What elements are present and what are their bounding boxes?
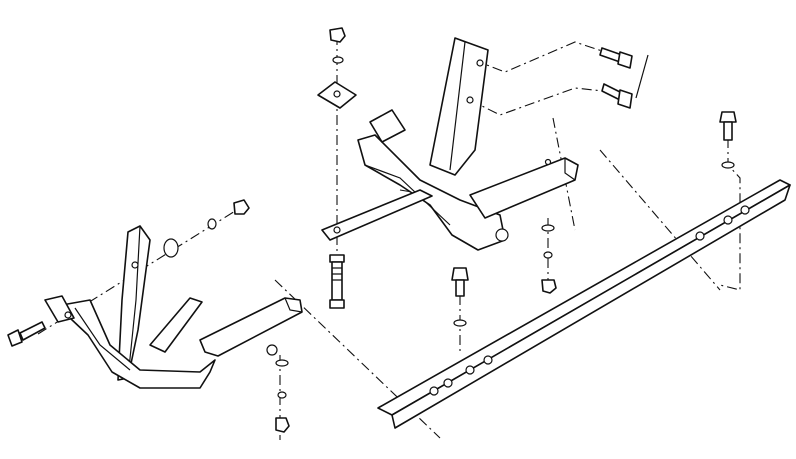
main-tube	[357, 134, 506, 251]
hex-bolt-head	[617, 89, 633, 109]
hex-bolt-shank	[455, 279, 465, 297]
lock-washer	[277, 391, 287, 399]
upper-right-bolts	[599, 47, 633, 109]
upper-hardware	[317, 27, 357, 309]
rail-hardware	[451, 111, 737, 327]
hex-nut	[329, 299, 345, 309]
hitch-pin	[495, 228, 509, 242]
guide-line-upper-bolt-1	[473, 41, 606, 73]
left-hardware	[7, 199, 290, 433]
lock-washer	[207, 218, 217, 230]
hex-nut	[329, 27, 346, 43]
receiver-tube	[469, 157, 579, 219]
lower-arm	[321, 189, 433, 241]
upper-bracket	[369, 109, 406, 143]
hex-nut	[233, 199, 250, 215]
side-step-rail	[377, 179, 791, 429]
left-side-arm	[149, 297, 203, 353]
lock-washer	[332, 56, 344, 64]
hex-bolt-shank	[723, 121, 733, 141]
lock-washer	[543, 251, 553, 259]
arm-hole	[333, 226, 341, 234]
post-hole	[466, 96, 474, 104]
rail-side-face	[391, 184, 791, 429]
hex-nut	[275, 417, 290, 433]
flat-washer	[163, 238, 179, 258]
pointer-line	[635, 54, 649, 99]
left-receiver-tube	[199, 297, 303, 357]
hex-bolt	[329, 254, 345, 263]
tube-hole	[544, 158, 552, 166]
hex-bolt-head	[617, 51, 633, 69]
flat-washer	[275, 359, 289, 367]
hex-bolt	[7, 329, 23, 347]
upright-post	[429, 37, 489, 176]
bracket-hole	[131, 261, 139, 269]
step-bar-assembly	[321, 37, 579, 251]
hex-bolt-shank	[19, 321, 46, 341]
left-upright-bracket	[117, 225, 151, 381]
plate-hole	[64, 311, 72, 319]
post-hole	[476, 59, 484, 67]
guide-line-rail-slope	[552, 117, 576, 231]
guide-line-upper-bolt-2	[469, 87, 613, 116]
hitch-pin	[266, 344, 278, 356]
flat-washer	[541, 224, 555, 232]
hex-bolt-head	[451, 267, 469, 281]
guide-line-right-bolt	[719, 118, 741, 291]
flat-washer	[453, 319, 467, 327]
hex-bolt-head	[719, 111, 737, 123]
hex-nut	[541, 279, 557, 294]
left-main-tube	[61, 299, 216, 389]
hitch-bracket-assembly	[44, 225, 303, 389]
guide-line-lower-left	[274, 279, 441, 439]
flat-washer	[721, 161, 735, 169]
